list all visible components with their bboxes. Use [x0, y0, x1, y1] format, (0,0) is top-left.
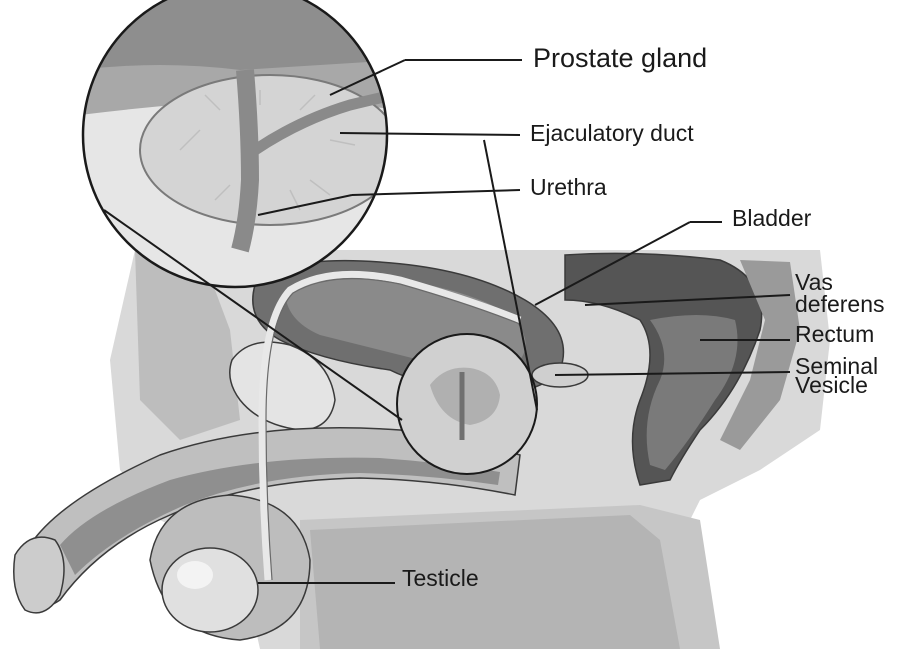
inset-urethra	[240, 70, 250, 250]
label-testicle: Testicle	[402, 565, 479, 591]
inset-seminal-vesicle	[400, 64, 470, 112]
label-seminal-vesicle-line2: Vesicle	[795, 372, 868, 398]
label-rectum: Rectum	[795, 321, 874, 347]
label-vas-deferens-line2: deferens	[795, 291, 885, 317]
label-ejaculatory-duct: Ejaculatory duct	[530, 120, 694, 146]
glans	[14, 537, 64, 613]
label-urethra: Urethra	[530, 174, 607, 200]
testicle-highlight	[177, 561, 213, 589]
label-prostate-gland: Prostate gland	[533, 43, 707, 73]
testicle-shape	[162, 548, 258, 632]
label-bladder: Bladder	[732, 205, 812, 231]
